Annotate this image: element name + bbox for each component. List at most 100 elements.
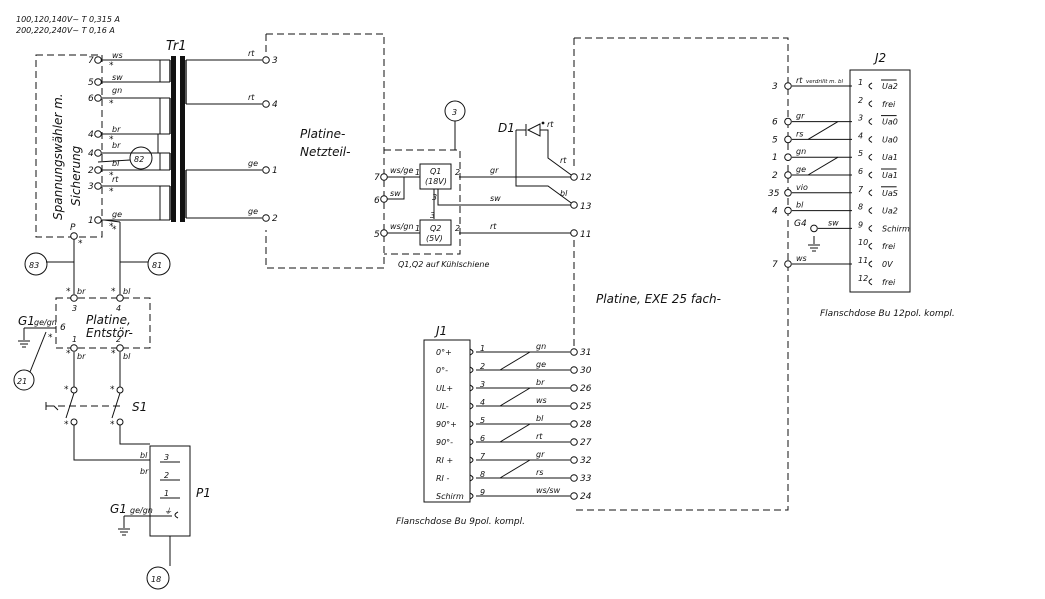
j2-signal-name: frei	[882, 278, 896, 287]
j2-signal-name: Ua2	[882, 82, 898, 91]
svg-text:*: *	[109, 222, 114, 232]
j2-pin-number: 5	[858, 149, 863, 158]
svg-text:1: 1	[72, 335, 77, 344]
j1-wire-color: rs	[536, 468, 543, 477]
j2-wire-color: bl	[796, 201, 804, 210]
svg-text:83: 83	[29, 261, 39, 270]
svg-text:3: 3	[430, 211, 435, 220]
j1-board-pin: 33	[580, 474, 592, 484]
j1-board-pin: 26	[580, 384, 592, 394]
j1-signal-name: UL-	[436, 402, 449, 411]
svg-text:13: 13	[580, 202, 592, 212]
j1-pin-number: 4	[480, 398, 485, 407]
selector-label-1: Spannungswähler m.	[51, 93, 65, 220]
j1-signal-name: 90°-	[436, 438, 453, 447]
svg-text:2: 2	[88, 166, 94, 176]
svg-text:3: 3	[164, 453, 169, 462]
svg-text:rt: rt	[490, 222, 497, 231]
svg-text:5: 5	[374, 230, 380, 240]
j2-pin-number: 1	[858, 78, 863, 87]
svg-text:6: 6	[88, 94, 94, 104]
svg-text:*: *	[66, 287, 71, 297]
secondary-pin: ge 1	[248, 159, 278, 176]
j2-signal-name: Ua1	[882, 171, 898, 180]
j2-signal-name: Schirm	[882, 224, 910, 233]
svg-text:7: 7	[88, 56, 94, 66]
svg-text:ws/ge: ws/ge	[390, 166, 413, 175]
svg-text:7: 7	[374, 173, 380, 183]
svg-text:rt: rt	[560, 156, 567, 165]
svg-text:2: 2	[455, 224, 460, 233]
j1-board-pin: 27	[580, 438, 592, 448]
svg-text:2: 2	[455, 168, 460, 177]
svg-text:br: br	[140, 467, 149, 476]
primary-pin: 3 rt *	[88, 175, 170, 197]
secondary-pin: rt 3	[248, 49, 278, 66]
svg-text:*: *	[112, 225, 117, 235]
svg-text:2: 2	[164, 471, 169, 480]
j1-pin-number: 8	[480, 470, 485, 479]
j2-signal-name: frei	[882, 242, 896, 251]
j1-board-pin: 24	[580, 492, 592, 502]
j1-pin-number: 9	[480, 488, 485, 497]
svg-text:ge/gn: ge/gn	[34, 318, 57, 327]
svg-text:1: 1	[415, 168, 420, 177]
svg-text:bl: bl	[140, 451, 148, 460]
svg-text:4: 4	[272, 100, 278, 110]
j1-signal-name: RI -	[436, 474, 449, 483]
svg-text:1: 1	[415, 224, 420, 233]
svg-text:bl: bl	[123, 287, 131, 296]
secondary-pin: ge 2	[248, 207, 278, 224]
svg-text:G1: G1	[110, 502, 127, 516]
transformer-label: Tr1	[166, 39, 187, 54]
j2-wire-color: sw	[828, 218, 839, 227]
svg-text:3: 3	[72, 304, 77, 313]
entstoer-label-2: Entstör-	[86, 326, 133, 340]
switch-s1: * * * * S1	[45, 352, 150, 461]
j2-wire-color: rs	[796, 129, 803, 138]
entstoer-board: * * br bl 3 4 1 2 br bl * * Platine, Ent…	[18, 262, 151, 373]
selector-label-2: Sicherung	[69, 145, 83, 206]
led-label: D1	[498, 121, 515, 135]
j1-wire-color: br	[536, 378, 545, 387]
svg-text:*: *	[109, 135, 114, 145]
q1-name: Q1	[430, 167, 441, 176]
j2-pin-number: 7	[858, 185, 864, 194]
svg-text:1: 1	[164, 489, 169, 498]
j1-board-pin: 31	[580, 348, 591, 358]
svg-text:gr: gr	[490, 166, 499, 175]
exe-board: Platine, EXE 25 fach- 12 13 11	[570, 37, 789, 511]
svg-text:rt: rt	[112, 175, 119, 184]
j1-row: RI - 8 rs 33	[436, 468, 592, 484]
primary-pin: 4 br	[88, 141, 170, 159]
entstoer-label-1: Platine,	[86, 313, 131, 327]
j2-pin-number: 6	[858, 167, 863, 176]
svg-text:sw: sw	[112, 73, 123, 82]
j1-board-pin: 28	[580, 420, 592, 430]
j2-caption: Flanschdose Bu 12pol. kompl.	[820, 309, 955, 319]
j1-pin-number: 3	[480, 380, 485, 389]
svg-text:⏚: ⏚	[164, 507, 172, 516]
j2-signal-name: Ua0	[882, 135, 898, 144]
j2-board-pin: 4	[772, 207, 778, 217]
j2-board-pin: 1	[772, 153, 778, 163]
q2-type: (5V)	[426, 234, 443, 243]
svg-text:rt: rt	[248, 93, 255, 102]
j2-wire-color: rt	[796, 76, 803, 85]
j1-wire-color: ws/sw	[536, 486, 561, 495]
transformer-core: Tr1	[166, 39, 187, 222]
ratings-line-1: 100,120,140V~ T 0,315 A	[16, 15, 120, 24]
svg-text:rt: rt	[248, 49, 255, 58]
